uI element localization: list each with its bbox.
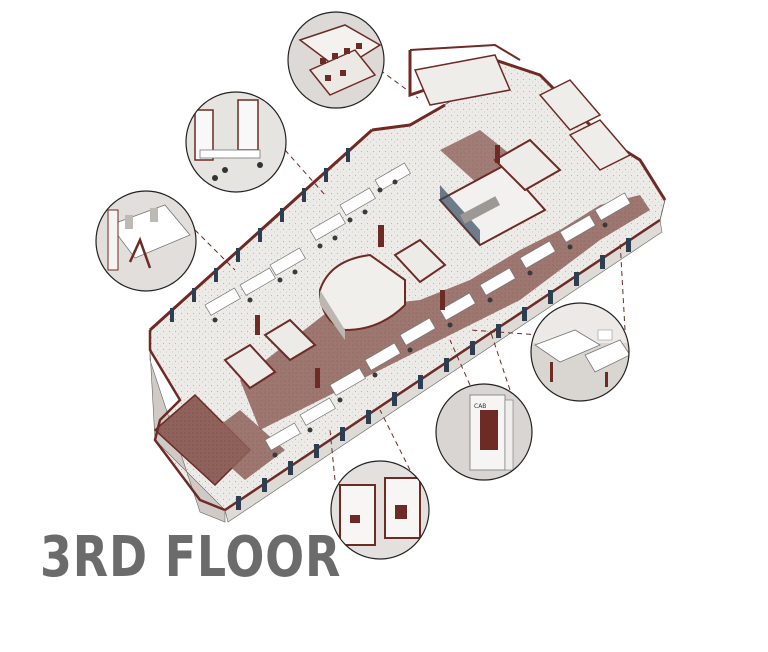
back-service-rooms xyxy=(413,54,632,171)
small-office xyxy=(223,138,562,390)
columns xyxy=(255,145,500,388)
callout-meeting-table-detail xyxy=(95,190,197,292)
chairs xyxy=(212,179,608,458)
callout-glass-room-detail xyxy=(330,460,430,560)
back-window-mullions xyxy=(170,148,350,322)
booth-sign: CAB xyxy=(474,403,486,410)
floor-title: 3RD FLOOR xyxy=(40,525,342,590)
workstation-clusters xyxy=(204,162,631,451)
central-lounge xyxy=(318,253,406,340)
leader-lines xyxy=(194,69,626,481)
callout-desk-booth-detail xyxy=(530,302,630,402)
callout-workstation-detail xyxy=(185,91,287,193)
window-mullions xyxy=(236,238,631,510)
callout-phone-booth-detail: CAB xyxy=(435,383,533,481)
callout-kitchen-detail xyxy=(287,11,385,109)
